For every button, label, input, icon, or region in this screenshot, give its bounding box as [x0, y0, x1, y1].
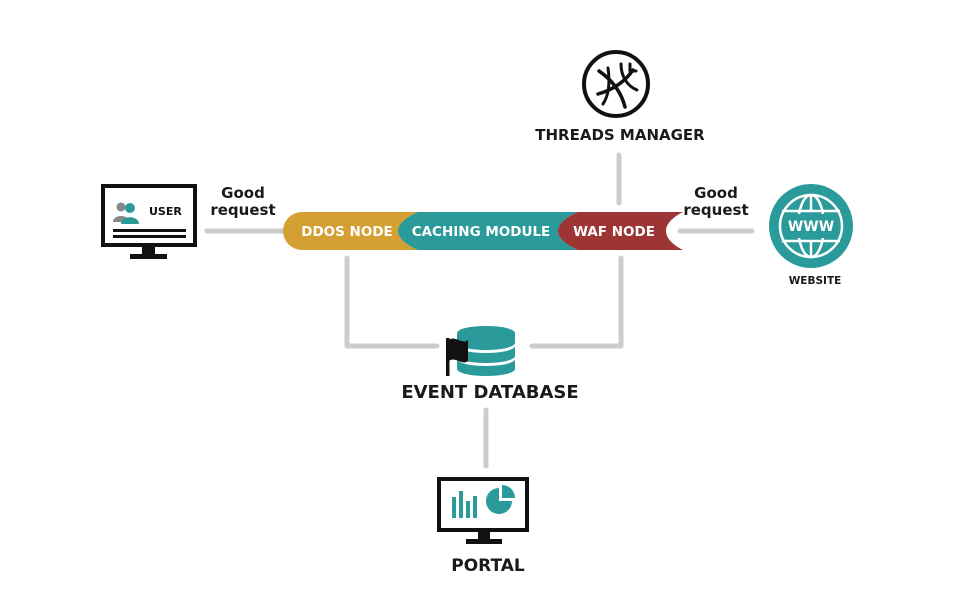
connector-waf-database	[529, 255, 624, 349]
good-request-left-line2: request	[210, 200, 276, 219]
event-database-label: EVENT DATABASE	[401, 382, 579, 403]
threads-manager-icon	[582, 50, 650, 118]
portal-monitor-icon	[437, 477, 529, 544]
bar-chart-icon	[452, 491, 477, 518]
pipeline-segment-ddos	[283, 212, 418, 250]
connector-ddos-database	[344, 255, 440, 349]
website-icon-text: WWW	[788, 219, 834, 235]
flag-icon	[446, 338, 468, 376]
website-globe-icon: WWW	[769, 184, 853, 268]
good-request-left: Good request	[203, 185, 283, 219]
pipeline: DDOS NODE CACHING MODULE WAF NODE	[283, 212, 683, 250]
website-label: WEBSITE	[788, 275, 842, 287]
users-icon	[113, 202, 139, 224]
pipeline-segment-waf	[558, 212, 683, 250]
pipeline-segment-caching	[398, 212, 578, 250]
event-database-icon	[446, 326, 515, 379]
user-label: USER	[149, 205, 182, 218]
threads-manager-label: THREADS MANAGER	[535, 126, 705, 144]
portal-label: PORTAL	[451, 556, 525, 576]
pipeline-label-waf: WAF NODE	[573, 224, 655, 240]
good-request-left-line1: Good	[221, 184, 265, 202]
pipeline-label-caching: CACHING MODULE	[412, 224, 551, 240]
connectors	[204, 152, 755, 469]
pie-chart-icon	[486, 485, 515, 514]
pipeline-label-ddos: DDOS NODE	[301, 224, 393, 240]
good-request-right: Good request	[676, 185, 756, 219]
good-request-right-line2: request	[683, 200, 749, 219]
good-request-right-line1: Good	[694, 184, 738, 202]
user-monitor-icon: USER	[101, 184, 197, 259]
